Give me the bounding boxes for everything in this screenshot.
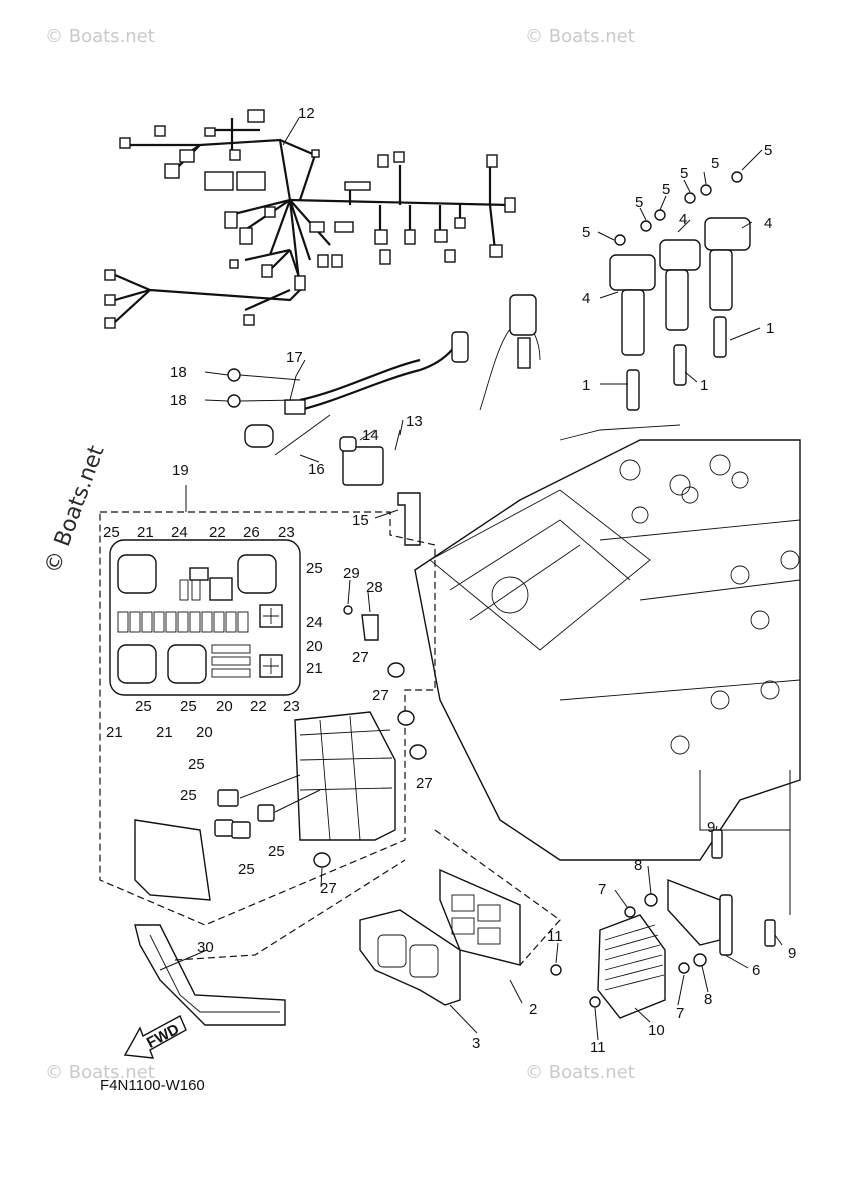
callout-21: 21 — [156, 724, 173, 741]
watermark-side: © Boats.net — [40, 442, 110, 577]
callout-22: 22 — [209, 524, 226, 541]
callout-11: 11 — [590, 1039, 606, 1056]
callout-4: 4 — [679, 211, 687, 228]
callout-8: 8 — [704, 991, 712, 1008]
callouts: 1 1 1 2 3 4 4 4 5 5 5 5 5 5 6 7 7 8 8 9 … — [103, 105, 796, 1056]
callout-20: 20 — [216, 698, 233, 715]
ecu-assembly — [359, 829, 561, 1006]
callout-21: 21 — [306, 660, 323, 677]
callout-23: 23 — [283, 698, 300, 715]
callout-10: 10 — [648, 1022, 665, 1039]
callout-4: 4 — [582, 290, 590, 307]
callout-1: 1 — [766, 320, 774, 337]
callout-29: 29 — [343, 565, 360, 582]
callout-20: 20 — [196, 724, 213, 741]
diagram-code: F4N1100-W160 — [100, 1077, 205, 1094]
rectifier-assembly — [550, 770, 791, 1019]
callout-5: 5 — [711, 155, 719, 172]
callout-14: 14 — [362, 427, 379, 444]
callout-2: 2 — [529, 1001, 537, 1018]
callout-21: 21 — [106, 724, 123, 741]
ignition-coils — [609, 171, 751, 411]
callout-27: 27 — [372, 687, 389, 704]
callout-17: 17 — [286, 349, 303, 366]
callout-25: 25 — [103, 524, 120, 541]
callout-5: 5 — [582, 224, 590, 241]
callout-25: 25 — [135, 698, 152, 715]
callout-28: 28 — [366, 579, 383, 596]
callout-5: 5 — [680, 165, 688, 182]
callout-26: 26 — [243, 524, 260, 541]
fuse-box-group — [99, 511, 436, 926]
watermark-bottom-right: © Boats.net — [525, 1062, 635, 1083]
callout-13: 13 — [406, 413, 423, 430]
callout-27: 27 — [320, 880, 337, 897]
callout-1: 1 — [582, 377, 590, 394]
callout-20: 20 — [306, 638, 323, 655]
callout-27: 27 — [416, 775, 433, 792]
callout-1: 1 — [700, 377, 708, 394]
callout-4: 4 — [764, 215, 772, 232]
callout-19: 19 — [172, 462, 189, 479]
callout-3: 3 — [472, 1035, 480, 1052]
callout-25: 25 — [180, 787, 197, 804]
wire-harness — [104, 109, 516, 329]
callout-5: 5 — [662, 181, 670, 198]
callout-25: 25 — [268, 843, 285, 860]
callout-15: 15 — [352, 512, 369, 529]
callout-30: 30 — [197, 939, 214, 956]
watermark-top-left: © Boats.net — [45, 26, 155, 47]
callout-18: 18 — [170, 364, 187, 381]
callout-24: 24 — [306, 614, 323, 631]
callout-12: 12 — [298, 105, 315, 122]
callout-9: 9 — [707, 819, 715, 836]
callout-16: 16 — [308, 461, 325, 478]
callout-25: 25 — [188, 756, 205, 773]
callout-22: 22 — [250, 698, 267, 715]
callout-11: 11 — [547, 928, 563, 945]
callout-8: 8 — [634, 857, 642, 874]
callout-7: 7 — [598, 881, 606, 898]
callout-5: 5 — [635, 194, 643, 211]
leader-lines — [159, 117, 783, 1041]
grommets — [313, 605, 427, 868]
wiring-leads — [227, 294, 541, 546]
callout-21: 21 — [137, 524, 154, 541]
callout-5: 5 — [764, 142, 772, 159]
callout-27: 27 — [352, 649, 369, 666]
callout-25: 25 — [306, 560, 323, 577]
callout-23: 23 — [278, 524, 295, 541]
watermark-top-right: © Boats.net — [525, 26, 635, 47]
watermark-bottom-left: © Boats.net — [45, 1062, 155, 1083]
callout-7: 7 — [676, 1005, 684, 1022]
callout-18: 18 — [170, 392, 187, 409]
callout-24: 24 — [171, 524, 188, 541]
callout-6: 6 — [752, 962, 760, 979]
callout-25: 25 — [180, 698, 197, 715]
callout-9: 9 — [788, 945, 796, 962]
engine-block — [414, 424, 801, 861]
callout-25: 25 — [238, 861, 255, 878]
